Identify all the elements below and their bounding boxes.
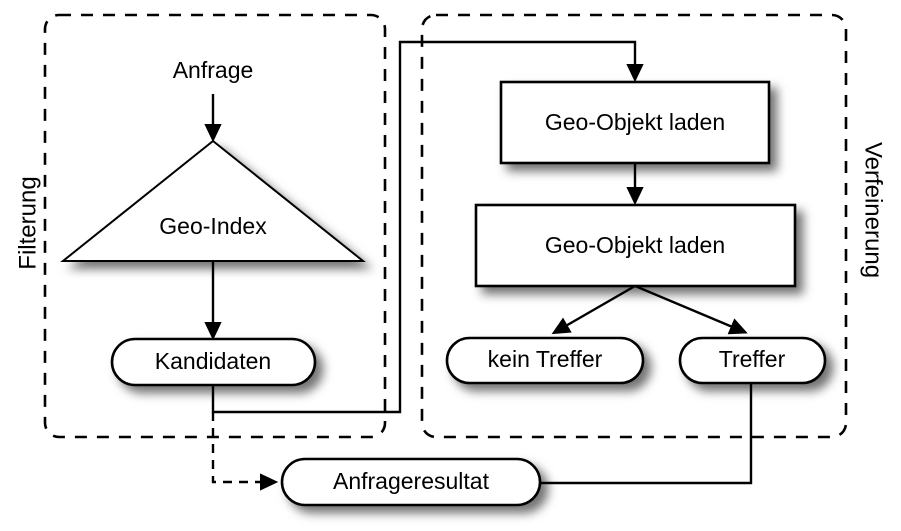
node-kein-treffer-shape <box>445 336 645 385</box>
node-kandidaten-label: Kandidaten <box>155 348 271 374</box>
group-verfeinerung-label: Verfeinerung <box>860 142 887 278</box>
node-geo-index-shape <box>60 139 366 262</box>
node-kein-treffer-label: kein Treffer <box>488 346 603 372</box>
group-verfeinerung: Verfeinerung <box>420 13 887 439</box>
node-treffer[interactable]: Treffer <box>678 336 827 385</box>
node-geo-objekt-laden-2-shape <box>474 203 797 288</box>
node-kein-treffer[interactable]: kein Treffer <box>445 336 645 385</box>
node-geo-index-label: Geo-Index <box>159 213 267 239</box>
node-geo-objekt-laden-1[interactable]: Geo-Objekt laden <box>499 80 771 165</box>
node-anfrage-label: Anfrage <box>173 57 254 83</box>
node-treffer-label: Treffer <box>719 346 786 372</box>
edge-treffer-to-anfrageresultat <box>540 383 753 485</box>
node-kandidaten-shape <box>110 337 317 387</box>
node-anfrageresultat-shape <box>280 457 542 507</box>
edge-geo-objekt-laden-2-to-kein-treffer <box>551 284 636 335</box>
node-treffer-shape <box>678 336 827 385</box>
node-geo-objekt-laden-1-shape <box>499 80 771 165</box>
group-verfeinerung-box <box>420 13 848 439</box>
node-geo-objekt-laden-1-label: Geo-Objekt laden <box>545 109 725 135</box>
node-geo-index[interactable]: Geo-Index <box>60 139 366 262</box>
node-anfrageresultat[interactable]: Anfrageresultat <box>280 457 542 507</box>
node-geo-objekt-laden-2-label: Geo-Objekt laden <box>545 232 725 258</box>
group-filterung: Filterung <box>14 13 387 439</box>
group-filterung-label: Filterung <box>14 176 41 269</box>
edge-geo-objekt-laden-2-to-treffer <box>634 284 748 335</box>
node-anfrageresultat-label: Anfrageresultat <box>333 468 490 494</box>
group-filterung-box <box>43 13 387 439</box>
node-geo-objekt-laden-2[interactable]: Geo-Objekt laden <box>474 203 797 288</box>
edge-kandidaten-to-anfrageresultat <box>211 412 279 491</box>
node-kandidaten[interactable]: Kandidaten <box>110 337 317 387</box>
edge-kandidaten-to-geo-objekt-laden-1 <box>211 40 644 414</box>
